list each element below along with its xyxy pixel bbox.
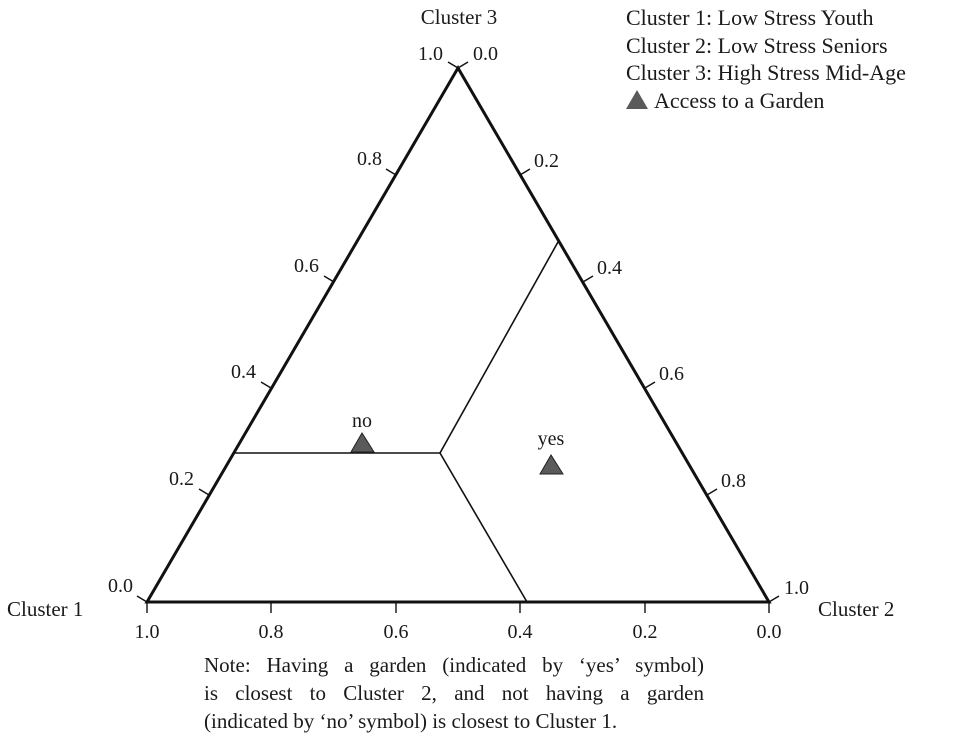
svg-text:0.0: 0.0 — [473, 43, 498, 65]
svg-text:0.4: 0.4 — [231, 361, 256, 383]
svg-text:0.2: 0.2 — [534, 150, 559, 172]
vertex-label-cluster-3: Cluster 3 — [421, 5, 497, 29]
chart-note: Note: Having a garden (indicated by ‘yes… — [204, 651, 704, 735]
legend-item-cluster-1: Cluster 1: Low Stress Youth — [626, 5, 874, 30]
svg-text:0.4: 0.4 — [597, 257, 622, 279]
legend: Cluster 1: Low Stress Youth Cluster 2: L… — [626, 4, 906, 114]
svg-text:1.0: 1.0 — [418, 43, 443, 65]
region-boundaries — [234, 241, 559, 603]
svg-text:0.8: 0.8 — [259, 621, 284, 643]
vertex-label-cluster-1: Cluster 1 — [7, 597, 83, 621]
svg-text:0.2: 0.2 — [169, 468, 194, 490]
left-axis-ticks — [136, 61, 459, 603]
triangle-icon — [626, 89, 648, 109]
svg-text:0.2: 0.2 — [633, 621, 658, 643]
svg-text:0.6: 0.6 — [659, 363, 684, 385]
vertex-label-cluster-2: Cluster 2 — [818, 597, 894, 621]
svg-text:0.8: 0.8 — [721, 470, 746, 492]
svg-text:no: no — [352, 410, 372, 432]
bottom-axis-labels: 1.0 0.8 0.6 0.4 0.2 0.0 — [135, 621, 782, 643]
left-axis-labels: 0.0 0.2 0.4 0.6 0.8 1.0 — [108, 43, 443, 597]
svg-text:yes: yes — [538, 428, 565, 450]
right-axis-labels: 0.0 0.2 0.4 0.6 0.8 1.0 — [473, 43, 809, 599]
ternary-triangle — [144, 65, 772, 604]
legend-item-cluster-2: Cluster 2: Low Stress Seniors — [626, 32, 888, 58]
svg-text:0.8: 0.8 — [357, 148, 382, 170]
triangle-icon — [539, 454, 564, 475]
legend-garden-label: Access to a Garden — [654, 87, 825, 113]
right-axis-ticks — [457, 61, 780, 603]
svg-text:0.4: 0.4 — [508, 621, 533, 643]
svg-text:1.0: 1.0 — [784, 577, 809, 599]
legend-item-garden: Access to a Garden — [626, 87, 906, 115]
marker-yes: yes — [538, 428, 565, 475]
note-line-3: (indicated by ‘no’ symbol) is closest to… — [204, 709, 618, 733]
svg-text:0.6: 0.6 — [294, 255, 319, 277]
marker-no: no — [350, 410, 375, 453]
svg-text:0.6: 0.6 — [384, 621, 409, 643]
bottom-axis-ticks — [146, 602, 770, 613]
svg-text:1.0: 1.0 — [135, 621, 160, 643]
triangle-icon — [350, 432, 375, 453]
svg-text:0.0: 0.0 — [108, 575, 133, 597]
svg-text:0.0: 0.0 — [757, 621, 782, 643]
legend-item-cluster-3: Cluster 3: High Stress Mid-Age — [626, 60, 906, 85]
note-line-1: Note: Having a garden (indicated by ‘yes… — [204, 653, 704, 677]
note-line-2: is closest to Cluster 2, and not having … — [204, 681, 704, 705]
